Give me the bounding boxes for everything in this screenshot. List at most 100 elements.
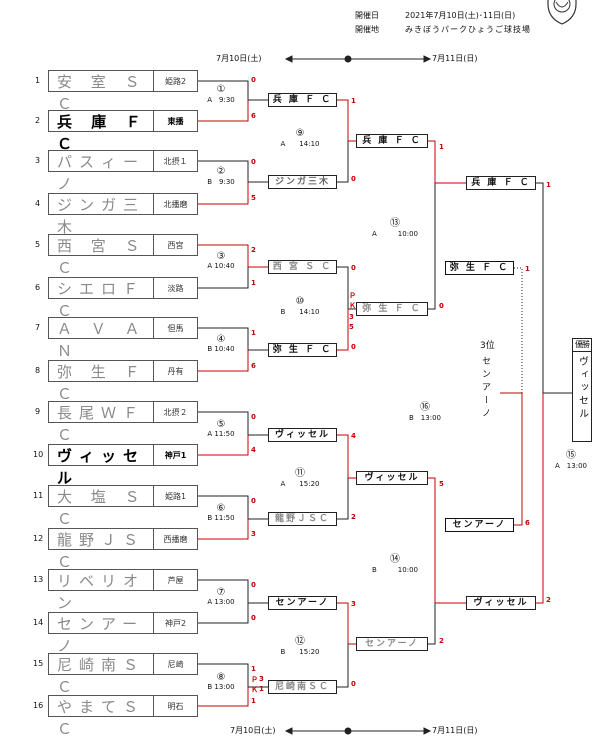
- venue-value: みきぼうパークひょうご球技場: [405, 25, 531, 34]
- pk-label: Ｋ: [349, 302, 356, 310]
- match-number: ④: [216, 334, 226, 345]
- seed-number: 12: [33, 534, 44, 543]
- score: 5: [251, 194, 256, 202]
- seed-number: 14: [33, 618, 44, 627]
- seed-number: 10: [33, 450, 44, 459]
- seed-number: 1: [35, 76, 41, 85]
- match-time: A 14:10: [280, 140, 320, 148]
- seed-number: 8: [35, 366, 41, 375]
- score: 6: [525, 519, 530, 527]
- score: 0: [351, 680, 356, 688]
- semi-winner: 兵 庫 Ｆ Ｃ: [466, 176, 536, 190]
- team-name-cell: Ａ Ｖ Ａ Ｎ: [48, 317, 154, 360]
- score: 0: [351, 175, 356, 183]
- team-name-cell: ジンガ三木: [48, 193, 154, 236]
- match-number: ⑨: [295, 128, 305, 139]
- round1-winner: センアーノ: [268, 596, 337, 610]
- match-time: A 13:00: [555, 462, 587, 470]
- match-number: ⑫: [295, 636, 305, 647]
- round1-winner: 弥 生 Ｆ Ｃ: [268, 343, 337, 357]
- pk-score: 1: [259, 685, 264, 693]
- team-region-cell: 姫路1: [154, 485, 198, 507]
- seed-number: 16: [33, 701, 44, 710]
- match-number: ⑦: [216, 587, 226, 598]
- tournament-logo-icon: [547, 0, 577, 25]
- match-number: ①: [216, 84, 226, 95]
- round1-winner: ヴィッセル: [268, 428, 337, 442]
- match-time: B 9:30: [207, 178, 235, 186]
- match-number: ⑤: [216, 419, 226, 430]
- score: 2: [546, 596, 551, 604]
- team-name-cell: センアーノ: [48, 612, 154, 655]
- date-label: 開催日: [355, 11, 379, 20]
- pk-score: 3: [259, 675, 264, 683]
- score: 1: [351, 97, 356, 105]
- team-name-cell: 長尾ＷＦＣ: [48, 401, 154, 444]
- team-name-cell: 弥 生 Ｆ Ｃ: [48, 360, 154, 403]
- match-number: ⑯: [420, 402, 430, 413]
- third-place-contender: センアーノ: [445, 518, 514, 532]
- round1-winner: 兵 庫 Ｆ Ｃ: [268, 93, 337, 107]
- match-time: B 14:10: [280, 308, 320, 316]
- team-name-cell: パスィーノ: [48, 150, 154, 193]
- round2-winner: センアーノ: [356, 637, 428, 651]
- pk-label: Ｋ: [251, 686, 258, 694]
- score: 4: [351, 432, 356, 440]
- round2-winner: 兵 庫 Ｆ Ｃ: [356, 134, 428, 148]
- score: 0: [251, 581, 256, 589]
- score: 0: [351, 343, 356, 351]
- semi-winner: ヴィッセル: [466, 596, 536, 610]
- day2-label-bottom: 7月11日(日): [432, 726, 478, 735]
- score: 3: [251, 530, 256, 538]
- match-time: A 15:20: [280, 480, 320, 488]
- day1-label-bottom: 7月10日(土): [230, 726, 276, 735]
- match-number: ⑬: [390, 218, 400, 229]
- team-region-cell: 神戸1: [154, 444, 198, 466]
- match-number: ②: [216, 166, 226, 177]
- score: 0: [251, 413, 256, 421]
- match-time: B 15:20: [280, 648, 320, 656]
- day2-label-top: 7月11日(日): [432, 54, 478, 63]
- score: 6: [251, 112, 256, 120]
- round2-winner: 弥 生 Ｆ Ｃ: [356, 302, 428, 316]
- score: 3: [351, 600, 356, 608]
- team-region-cell: 北摂２: [154, 401, 198, 423]
- team-name-cell: リベリオン: [48, 569, 154, 612]
- seed-number: 7: [35, 323, 41, 332]
- champion-label: 優勝: [573, 339, 591, 352]
- team-name-cell: 安 室 Ｓ Ｃ: [48, 70, 154, 113]
- team-region-cell: 尼崎: [154, 653, 198, 675]
- team-region-cell: 西宮: [154, 234, 198, 256]
- venue-label: 開催地: [355, 25, 379, 34]
- team-region-cell: 神戸2: [154, 612, 198, 634]
- score: 6: [251, 362, 256, 370]
- score: 1: [251, 665, 256, 673]
- round1-winner: 龍野ＪＳＣ: [268, 512, 337, 526]
- team-region-cell: 淡路: [154, 277, 198, 299]
- match-number: ⑭: [390, 554, 400, 565]
- team-region-cell: 芦屋: [154, 569, 198, 591]
- score: 1: [546, 181, 551, 189]
- score: 2: [251, 246, 256, 254]
- team-region-cell: 北播磨: [154, 193, 198, 215]
- score: 1: [251, 279, 256, 287]
- seed-number: 5: [35, 240, 41, 249]
- score: 1: [251, 329, 256, 337]
- score: 0: [351, 264, 356, 272]
- match-time: B 10:40: [207, 345, 235, 353]
- match-number: ⑧: [216, 672, 226, 683]
- score: 0: [251, 497, 256, 505]
- match-number: ③: [216, 251, 226, 262]
- pk-label: Ｐ: [251, 676, 258, 684]
- score: 0: [251, 158, 256, 166]
- match-time: B 10:00: [372, 566, 418, 574]
- date-value: 2021年7月10日(土)･11日(日): [405, 11, 516, 20]
- round2-winner: ヴィッセル: [356, 471, 428, 485]
- pk-score: 5: [349, 323, 354, 331]
- team-name-cell: 兵 庫 Ｆ Ｃ: [48, 110, 154, 153]
- match-time: A 9:30: [207, 96, 235, 104]
- team-name-cell: 尼崎南ＳＣ: [48, 653, 154, 696]
- team-region-cell: 丹有: [154, 360, 198, 382]
- third-place-team: センアーノ: [480, 356, 490, 421]
